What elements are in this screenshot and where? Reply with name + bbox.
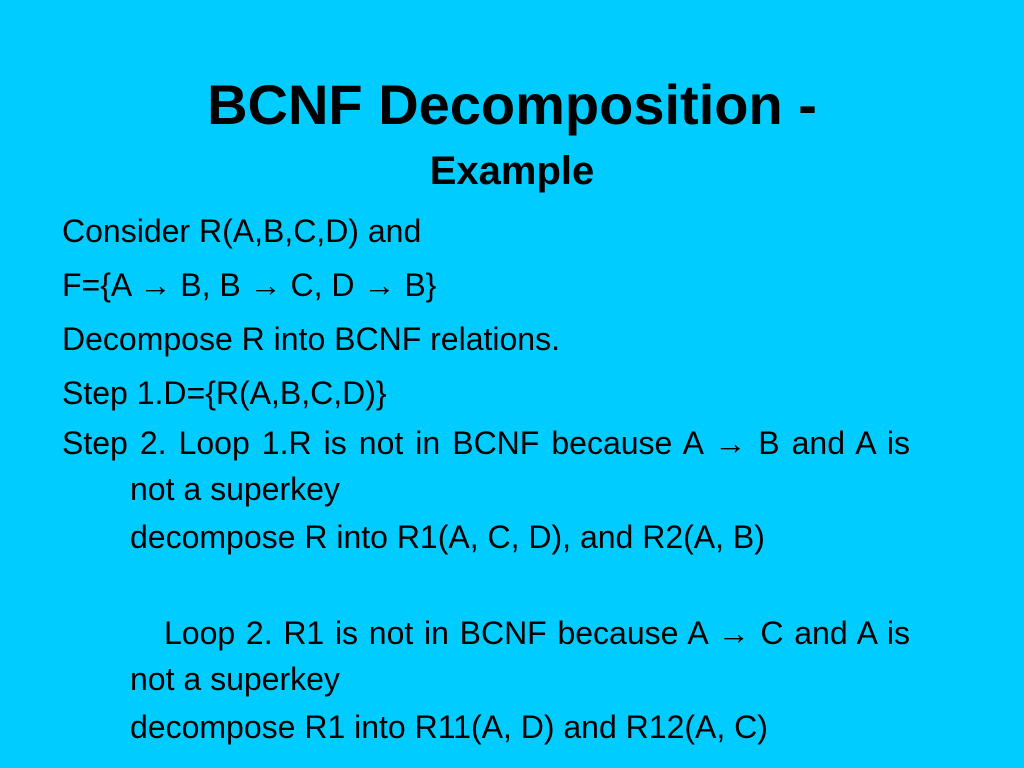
text-line-fd-set: F={A → B, B → C, D → B} [62, 267, 437, 303]
text-line-step1: Step 1.D={R(A,B,C,D)} [62, 375, 387, 411]
text-line-consider: Consider R(A,B,C,D) and [62, 213, 422, 249]
text-loop2: Loop 2. R1 is not in BCNF because A → C … [130, 615, 910, 697]
slide-subtitle: Example [429, 149, 595, 193]
text-decompose-r1: decompose R1 into R11(A, D) and R12(A, C… [130, 709, 768, 745]
text-line-decompose: Decompose R into BCNF relations. [62, 321, 560, 357]
text-decompose-r: decompose R into R1(A, C, D), and R2(A, … [130, 519, 765, 555]
slide-title: BCNF Decomposition - [207, 73, 817, 136]
text-step2-loop1: Step 2. Loop 1.R is not in BCNF because … [62, 425, 910, 507]
